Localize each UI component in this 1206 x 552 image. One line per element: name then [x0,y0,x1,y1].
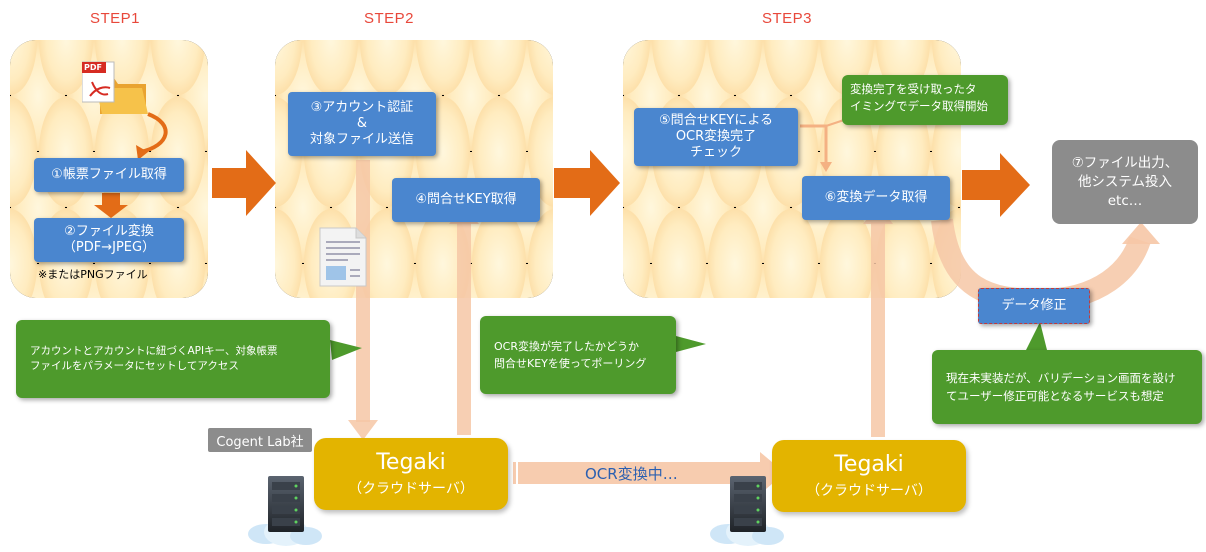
pdf-folder-icon: PDF [81,58,150,116]
callout-api-access: アカウントとアカウントに紐づくAPIキー、対象帳票 ファイルをパラメータにセット… [16,320,330,398]
server-2-title: Tegaki [834,452,904,477]
ocr-progress-bar [510,462,760,484]
box-6-fetch-data: ⑥変換データ取得 [802,176,950,220]
callout-future-validation: 現在未実装だが、バリデーション画面を設け てユーザー修正可能となるサービスも想定 [932,350,1202,424]
server-1-title: Tegaki [376,450,446,475]
pdf-badge: PDF [84,63,102,72]
tegaki-server-2: Tegaki （クラウドサーバ） [772,440,966,512]
server-cloud-icon-2 [708,470,786,548]
step3-title: STEP3 [762,10,813,27]
ocr-progress-label: OCR変換中… [585,465,678,483]
cogent-lab-label: Cogent Lab社 [208,428,312,452]
server-2-subtitle: （クラウドサーバ） [806,483,932,499]
arrow-step3-to-output [962,153,1030,217]
callout-polling: OCR変換が完了したかどうか 問合せKEYを使ってポーリング [480,316,676,394]
document-icon [318,226,368,288]
box-5-check-complete: ⑤問合せKEYによる OCR変換完了 チェック [634,108,798,166]
tegaki-server-1: Tegaki （クラウドサーバ） [314,438,508,510]
box-1-fetch-file: ①帳票ファイル取得 [34,158,184,192]
box-4-get-key: ④問合せKEY取得 [392,178,540,222]
arrow-step2-to-step3 [554,150,620,216]
callout-fetch-on-complete: 変換完了を受け取ったタ イミングでデータ取得開始 [842,75,1008,125]
fetch-line [871,222,885,437]
step1-title: STEP1 [90,10,141,27]
box-3-auth-send: ③アカウント認証 & 対象ファイル送信 [288,92,436,156]
data-fix-box: データ修正 [978,288,1090,324]
box-7-output: ⑦ファイル出力、 他システム投入 etc… [1052,140,1198,224]
server-1-subtitle: （クラウドサーバ） [348,481,474,497]
box1-to-box2-arrow [94,193,128,218]
pdf-to-box1-curve [139,112,168,154]
step3-panel [623,40,961,298]
png-note: ※またはPNGファイル [38,268,148,281]
server-cloud-icon [246,470,324,548]
poll-line [457,222,471,435]
box-2-convert-file: ②ファイル変換 （PDF→JPEG） [34,218,184,262]
step2-title: STEP2 [364,10,415,27]
upload-line [356,160,370,422]
arrow-step1-to-step2 [212,150,276,216]
